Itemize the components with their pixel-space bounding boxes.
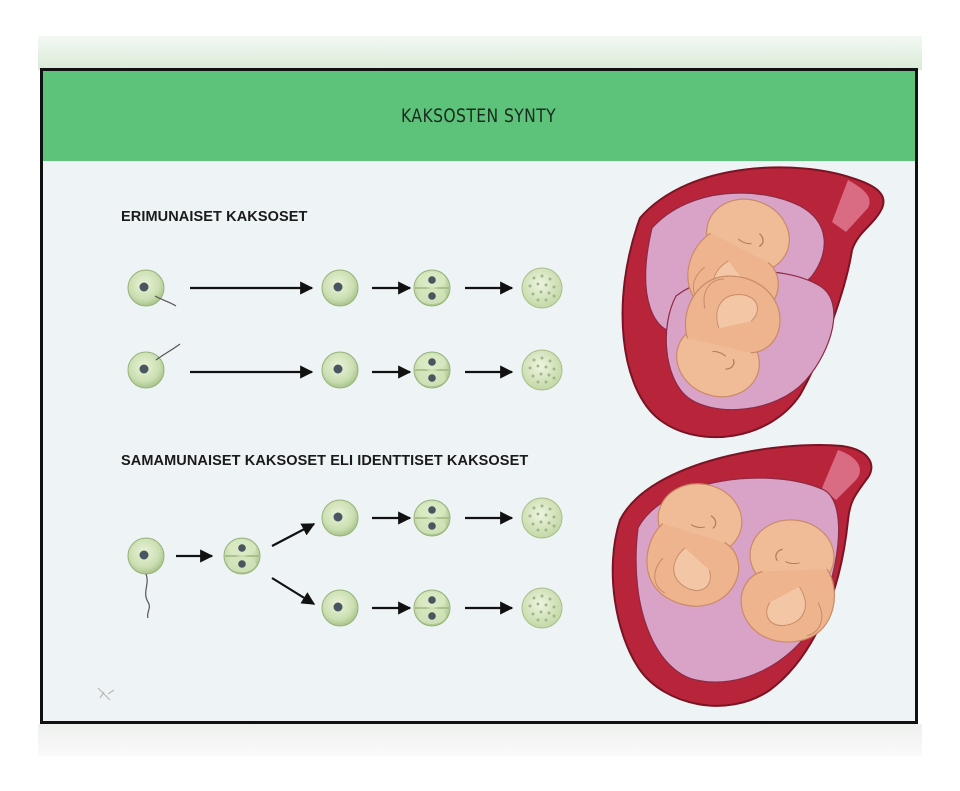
fertilized-egg-icon <box>128 538 164 574</box>
morula-icon <box>522 498 562 538</box>
two-cell-stage-icon <box>414 352 450 388</box>
sperm-icon <box>146 574 150 618</box>
arrow-up-icon <box>272 524 314 546</box>
fertilized-egg-icon <box>128 270 164 306</box>
uterus-identical-illustration <box>613 445 872 706</box>
zygote-icon <box>322 590 358 626</box>
morula-icon <box>522 588 562 628</box>
arrow-down-icon <box>272 578 314 604</box>
two-cell-stage-icon <box>414 590 450 626</box>
two-cell-stage-icon <box>224 538 260 574</box>
fraternal-row-1 <box>128 268 562 308</box>
fraternal-row-2 <box>128 344 562 390</box>
morula-icon <box>522 268 562 308</box>
morula-icon <box>522 350 562 390</box>
identical-row-1 <box>322 498 562 538</box>
zygote-icon <box>322 270 358 306</box>
two-cell-stage-icon <box>414 500 450 536</box>
two-cell-stage-icon <box>414 270 450 306</box>
fertilized-egg-icon <box>128 352 164 388</box>
zygote-icon <box>322 500 358 536</box>
uterus-fraternal-illustration <box>623 167 884 437</box>
sperm-icon <box>156 344 180 360</box>
bottom-glow <box>38 724 922 756</box>
identical-row-2 <box>322 588 562 628</box>
zygote-icon <box>322 352 358 388</box>
identical-branch <box>128 524 314 618</box>
corner-mark-icon <box>98 688 114 700</box>
